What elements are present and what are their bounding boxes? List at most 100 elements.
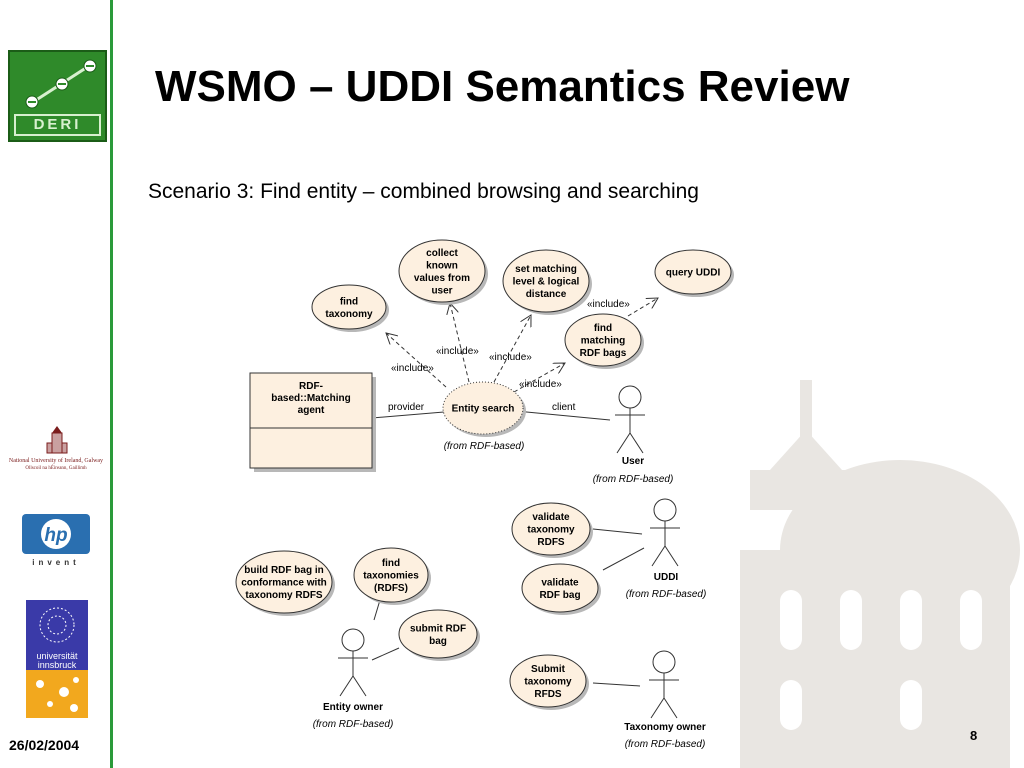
actor-label-user: User [622, 456, 644, 467]
from-label-entity-search: (from RDF-based) [444, 441, 525, 452]
use-case-entity-search: Entity search [442, 381, 526, 437]
assoc-validate-tax [592, 528, 643, 535]
actor-limb [663, 697, 678, 719]
from-label-entity-owner: (from RDF-based) [313, 719, 394, 730]
actor-limb [651, 545, 666, 567]
include-query-uddi [627, 298, 658, 317]
actor-head [341, 628, 365, 652]
assoc-validate-bag [602, 547, 645, 571]
actor-user [615, 385, 645, 454]
actor-limb [352, 675, 367, 697]
include-label: «include» [391, 363, 434, 374]
class-box-line: based::Matching [271, 393, 350, 404]
hp-logo-box: hp [22, 514, 90, 554]
use-case-label: RDF bag [539, 590, 580, 601]
use-case-ellipse [654, 249, 732, 295]
use-case-ellipse [398, 609, 478, 659]
deri-logo-text: DERI [14, 114, 101, 136]
actor-head [653, 498, 677, 522]
from-label-user: (from RDF-based) [593, 474, 674, 485]
use-case-label: set matching [515, 264, 577, 275]
use-case-ellipse [311, 284, 387, 330]
use-case-label: RDF bags [580, 348, 627, 359]
slide-title: WSMO – UDDI Semantics Review [155, 62, 850, 111]
use-case-label: Submit [531, 664, 566, 675]
actor-uddi [650, 498, 680, 567]
assoc-find-taxonomies [373, 599, 381, 621]
deri-logo-graphic [25, 59, 97, 109]
hp-logo: hp invent [22, 514, 92, 568]
nui-name: National University of Ireland, Galway [8, 458, 104, 464]
nui-name-irish: Ollscoil na hÉireann, Gaillimh [25, 466, 87, 471]
deri-logo: DERI [8, 50, 107, 142]
innsbruck-logo: universität innsbruck [26, 600, 88, 718]
slide-date: 26/02/2004 [9, 737, 80, 753]
include-find-matching [513, 363, 565, 393]
actor-head [618, 385, 642, 409]
use-case-ellipse [353, 547, 429, 603]
from-label-uddi: (from RDF-based) [626, 589, 707, 600]
slide-subtitle: Scenario 3: Find entity – combined brows… [148, 180, 699, 203]
innsbruck-logo-graphic: universität innsbruck [26, 600, 88, 718]
assoc-provider [371, 411, 445, 419]
use-case-ellipse [442, 381, 524, 435]
use-case-label: bag [429, 636, 447, 647]
sidebar-divider [110, 0, 113, 768]
class-box-matching-agent: RDF- based::Matching agent [249, 372, 376, 472]
actor-limb [664, 545, 679, 567]
innsbruck-logo-line1: universität [36, 651, 78, 661]
use-case-label: matching [581, 336, 625, 347]
use-case-label: taxonomy [527, 525, 575, 536]
include-find-taxonomy [386, 333, 447, 388]
page-number: 8 [970, 728, 978, 743]
use-case-label: conformance with [241, 578, 327, 589]
actor-label-uddi: UDDI [654, 572, 679, 583]
include-label: «include» [587, 299, 630, 310]
crest-icon [46, 426, 68, 454]
use-case-label: taxonomy [325, 309, 373, 320]
use-case-label: taxonomies [363, 571, 419, 582]
hp-logo-text: hp [44, 525, 67, 546]
use-case-label: find [340, 296, 358, 307]
hp-logo-circle: hp [41, 519, 71, 549]
assoc-submit-bag [371, 647, 400, 661]
use-case-label: collect [426, 248, 458, 259]
use-case-ellipse [564, 313, 642, 367]
use-case-label: RFDS [534, 689, 562, 700]
use-case-label: distance [526, 289, 567, 300]
use-case-ellipse [235, 550, 333, 614]
sidebar: DERI National University of Ireland, Gal… [0, 0, 112, 768]
use-case-label: query UDDI [666, 268, 721, 279]
actor-limb [339, 675, 354, 697]
watermark-building [740, 380, 1020, 768]
actor-label-entity-owner: Entity owner [323, 702, 383, 713]
use-case-label: level & logical [513, 277, 580, 288]
use-case-label: (RDFS) [374, 583, 408, 594]
use-case-query-uddi: query UDDI [654, 249, 734, 297]
use-case-label: taxonomy [524, 677, 572, 688]
use-case-ellipse [511, 502, 591, 556]
provider-label: provider [388, 402, 425, 413]
use-case-ellipse [509, 654, 587, 708]
client-label: client [552, 402, 576, 413]
use-case-label: build RDF bag in [244, 565, 323, 576]
include-set-matching [493, 315, 531, 383]
include-label: «include» [436, 346, 479, 357]
actor-limb [650, 697, 665, 719]
assoc-submit-tax [592, 682, 641, 687]
actor-limb [616, 432, 631, 454]
use-case-label: Entity search [452, 404, 515, 415]
use-case-label: validate [532, 512, 570, 523]
actor-head [652, 650, 676, 674]
from-label-taxonomy-owner: (from RDF-based) [625, 739, 706, 750]
actor-label-taxonomy-owner: Taxonomy owner [624, 722, 706, 733]
use-case-find-taxonomy: find taxonomy [311, 284, 389, 332]
